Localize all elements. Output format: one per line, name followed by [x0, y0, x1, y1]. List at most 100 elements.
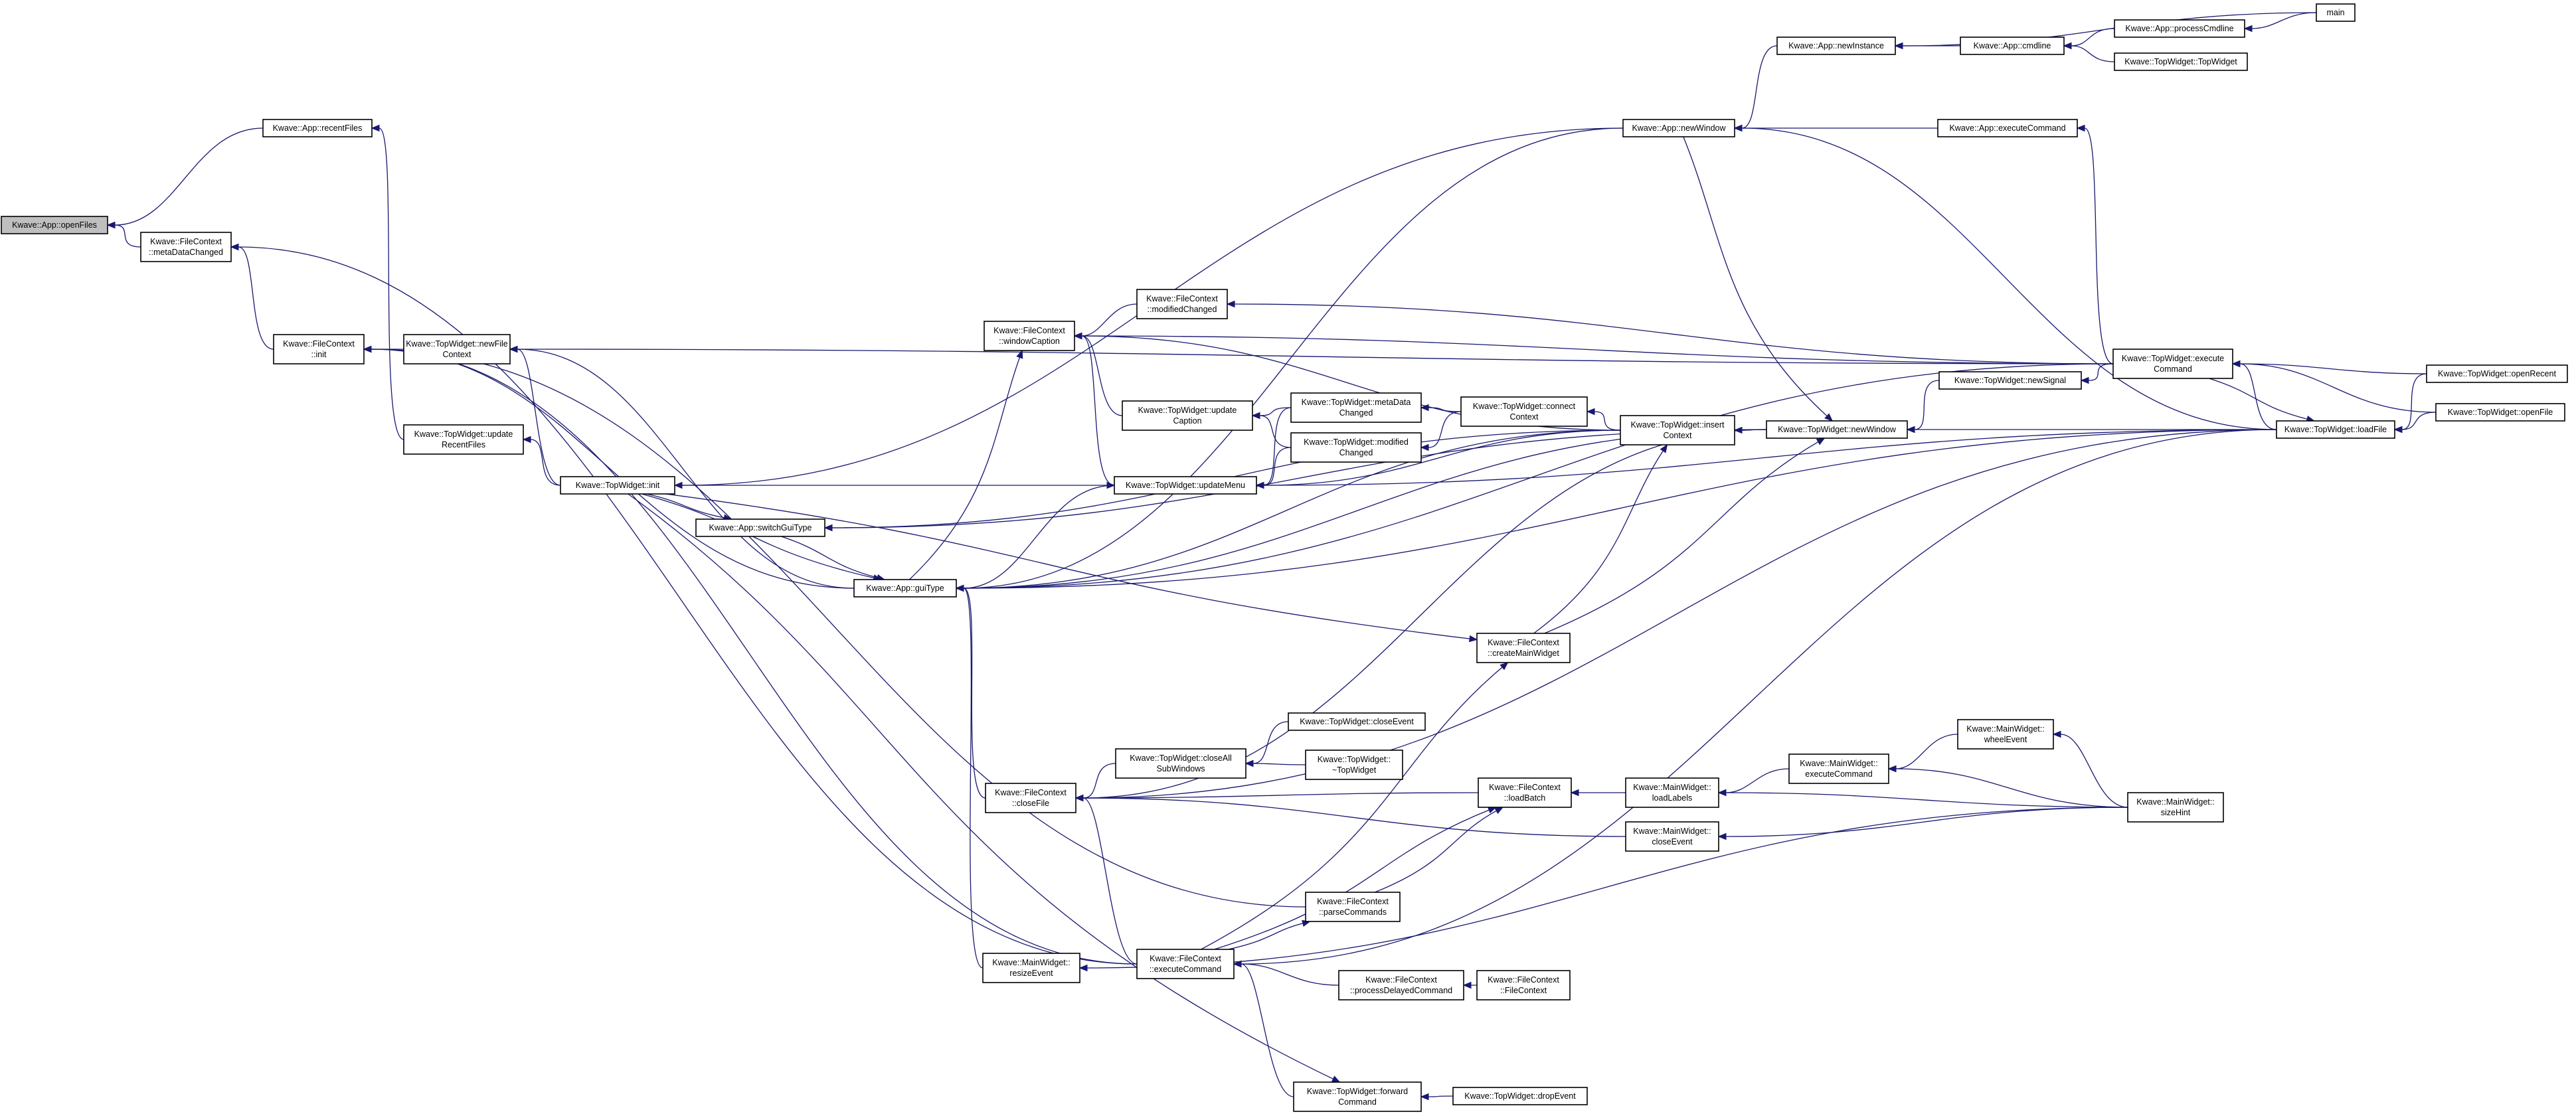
node-main[interactable]: main: [2316, 3, 2356, 22]
node-label: Command: [2154, 364, 2192, 374]
node-load-file[interactable]: Kwave::TopWidget::loadFile: [2276, 420, 2395, 439]
edge-line: [2239, 363, 2277, 430]
node-fc-init[interactable]: Kwave::FileContext::init: [273, 334, 365, 364]
node-box: [985, 783, 1076, 813]
node-fc-file-context[interactable]: Kwave::FileContext::FileContext: [1476, 970, 1571, 1000]
node-label: Kwave::TopWidget::modified: [1304, 438, 1409, 447]
node-modified-changed[interactable]: Kwave::FileContext::modifiedChanged: [1136, 289, 1228, 319]
edge-new-instance-to-app-new-window: [1733, 45, 1778, 132]
edge-line: [1895, 768, 2128, 808]
node-cmdline[interactable]: Kwave::App::cmdline: [1960, 37, 2065, 55]
node-create-main-widget[interactable]: Kwave::FileContext::createMainWidget: [1476, 633, 1571, 663]
node-meta-data-changed[interactable]: Kwave::FileContext::metaDataChanged: [140, 232, 232, 262]
node-close-event[interactable]: Kwave::TopWidget::closeEvent: [1288, 712, 1426, 731]
edge-arrowhead: [1074, 794, 1084, 802]
edge-line: [908, 357, 1021, 580]
node-label: Kwave::MainWidget::: [1966, 724, 2044, 734]
edge-line: [1252, 721, 1289, 764]
node-label: ::createMainWidget: [1488, 649, 1559, 658]
node-label: Kwave::TopWidget::update: [414, 430, 513, 439]
node-app-new-window[interactable]: Kwave::App::newWindow: [1622, 119, 1735, 137]
node-label: Context: [1509, 412, 1539, 422]
edge-tw-init-to-update-menu: [674, 481, 1116, 489]
node-box: [1288, 712, 1426, 731]
node-recent-files[interactable]: Kwave::App::recentFiles: [262, 119, 373, 137]
node-label: Kwave::TopWidget::openRecent: [2438, 369, 2556, 378]
node-label: Kwave::TopWidget::loadFile: [2284, 425, 2387, 434]
node-new-signal[interactable]: Kwave::TopWidget::newSignal: [1938, 371, 2082, 390]
edge-arrowhead: [2052, 730, 2061, 738]
edge-tw-execute-command-to-load-file: [2209, 378, 2316, 423]
node-load-batch[interactable]: Kwave::FileContext::loadBatch: [1478, 777, 1572, 808]
edge-arrowhead: [1816, 438, 1826, 445]
node-tw-meta-data-changed[interactable]: Kwave::TopWidget::metaDataChanged: [1290, 392, 1422, 423]
node-label: Kwave::App::processCmdline: [2125, 24, 2233, 33]
edge-line: [831, 429, 1767, 528]
node-app-execute-command[interactable]: Kwave::App::executeCommand: [1937, 119, 2078, 137]
node-drop-event[interactable]: Kwave::TopWidget::dropEvent: [1452, 1087, 1588, 1105]
node-label: Kwave::TopWidget::newWindow: [1778, 425, 1897, 434]
node-mw-close-event[interactable]: Kwave::MainWidget::closeEvent: [1625, 821, 1719, 852]
node-tw-top-widget[interactable]: Kwave::TopWidget::TopWidget: [2114, 52, 2248, 71]
node-process-delayed-command[interactable]: Kwave::FileContext::processDelayedComman…: [1338, 970, 1464, 1000]
edge-line: [628, 493, 1333, 1079]
node-mw-execute-command[interactable]: Kwave::MainWidget::executeCommand: [1788, 754, 1889, 784]
node-label: Kwave::App::switchGuiType: [709, 523, 812, 532]
node-load-labels[interactable]: Kwave::MainWidget::loadLabels: [1625, 777, 1719, 808]
node-fc-execute-command[interactable]: Kwave::FileContext::executeCommand: [1136, 949, 1235, 979]
edge-arrowhead: [1078, 964, 1088, 972]
edge-arrowhead: [230, 243, 239, 251]
node-new-instance[interactable]: Kwave::App::newInstance: [1776, 37, 1896, 55]
node-switch-gui-type[interactable]: Kwave::App::switchGuiType: [695, 518, 825, 537]
node-open-files[interactable]: Kwave::App::openFiles: [1, 216, 108, 234]
node-window-caption[interactable]: Kwave::FileContext::windowCaption: [984, 321, 1075, 351]
node-size-hint[interactable]: Kwave::MainWidget::sizeHint: [2127, 792, 2224, 823]
edge-open-recent-to-tw-execute-command: [2231, 360, 2427, 374]
node-open-recent[interactable]: Kwave::TopWidget::openRecent: [2426, 364, 2568, 383]
node-label: Kwave::TopWidget::update: [1138, 406, 1237, 415]
node-tw-destructor[interactable]: Kwave::TopWidget::~TopWidget: [1305, 750, 1403, 780]
edge-tw-modified-changed-to-update-caption: [1251, 412, 1292, 448]
edge-tw-new-window-to-switch-gui-type: [823, 429, 1767, 532]
edge-line: [2060, 734, 2128, 808]
edge-line: [1263, 430, 1621, 486]
node-update-menu[interactable]: Kwave::TopWidget::updateMenu: [1114, 476, 1257, 495]
edge-tw-execute-command-to-modified-changed: [1226, 300, 2114, 364]
node-box: [1290, 432, 1422, 463]
node-label: Kwave::App::newWindow: [1632, 123, 1726, 133]
edge-line: [1228, 923, 1304, 950]
node-box: [1136, 949, 1235, 979]
node-tw-modified-changed[interactable]: Kwave::TopWidget::modifiedChanged: [1290, 432, 1422, 463]
node-gui-type[interactable]: Kwave::App::guiType: [853, 579, 957, 597]
edge-update-recent-files-to-recent-files: [371, 124, 404, 440]
node-label: Kwave::TopWidget::openFile: [2448, 408, 2553, 417]
node-label: SubWindows: [1157, 764, 1205, 773]
node-parse-commands[interactable]: Kwave::FileContext::parseCommands: [1305, 892, 1401, 922]
node-label: ::loadBatch: [1504, 793, 1546, 803]
node-box: [1460, 396, 1588, 427]
node-tw-new-window[interactable]: Kwave::TopWidget::newWindow: [1766, 420, 1908, 439]
node-wheel-event[interactable]: Kwave::MainWidget::wheelEvent: [1957, 719, 2054, 750]
node-tw-init[interactable]: Kwave::TopWidget::init: [560, 476, 675, 495]
node-open-file[interactable]: Kwave::TopWidget::openFile: [2435, 403, 2565, 422]
edge-fc-execute-command-to-load-batch: [1214, 807, 1497, 950]
edge-arrowhead: [1245, 759, 1254, 767]
edge-line: [2088, 363, 2114, 381]
node-tw-execute-command[interactable]: Kwave::TopWidget::executeCommand: [2112, 349, 2233, 379]
edge-tw-execute-command-to-window-caption: [1073, 332, 2114, 364]
node-label: ::metaDataChanged: [149, 248, 223, 257]
edge-line: [2251, 12, 2317, 29]
edge-line: [1259, 415, 1292, 448]
node-label: Changed: [1339, 448, 1373, 457]
node-resize-event[interactable]: Kwave::MainWidget::resizeEvent: [982, 953, 1080, 983]
node-close-file[interactable]: Kwave::FileContext::closeFile: [985, 783, 1076, 813]
edge-tw-init-to-update-recent-files: [522, 436, 561, 486]
node-process-cmdline[interactable]: Kwave::App::processCmdline: [2114, 19, 2245, 38]
